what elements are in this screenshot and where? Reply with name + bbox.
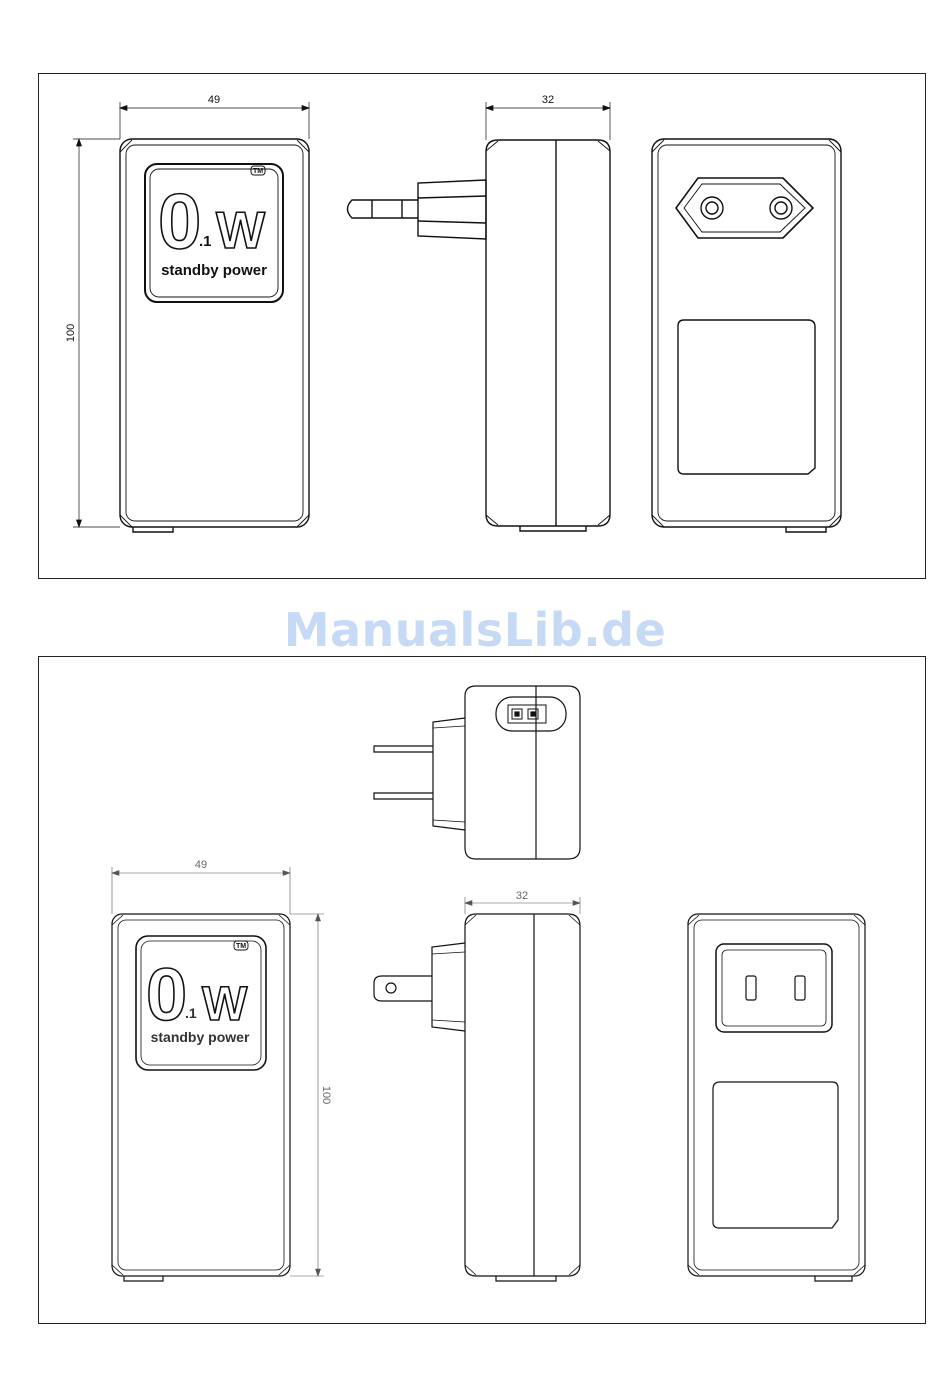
eu-width-dimension: [120, 102, 309, 139]
us-depth-label: 32: [516, 890, 528, 902]
us-width-label: 49: [195, 859, 207, 871]
us-back-view: [688, 914, 865, 1281]
eu-height-dimension: [73, 139, 120, 527]
us-width-dimension: [112, 867, 290, 914]
eu-front-view: [120, 139, 309, 532]
eu-logo-tm: TM: [253, 168, 263, 175]
us-logo-decimal: .1: [185, 1005, 197, 1021]
us-top-view: [374, 686, 580, 859]
eu-width-label: 49: [208, 94, 220, 106]
eu-logo-decimal: .1: [199, 233, 212, 250]
us-side-view: [374, 914, 580, 1281]
us-height-dimension: [290, 914, 324, 1276]
eu-back-view: [652, 139, 841, 532]
us-logo-watt: W: [202, 978, 248, 1031]
eu-logo-caption: standby power: [161, 262, 267, 279]
us-logo-zero: 0: [146, 953, 187, 1036]
us-height-label: 100: [320, 1086, 332, 1104]
eu-side-view: [348, 140, 611, 531]
eu-depth-label: 32: [542, 94, 554, 106]
eu-logo-watt: W: [216, 202, 266, 260]
us-logo-tm: TM: [236, 943, 246, 950]
eu-logo-zero: 0: [158, 177, 201, 265]
us-logo-caption: standby power: [151, 1029, 250, 1045]
us-front-view: [112, 914, 290, 1281]
eu-height-label: 100: [65, 324, 77, 342]
eu-depth-dimension: [486, 102, 610, 140]
